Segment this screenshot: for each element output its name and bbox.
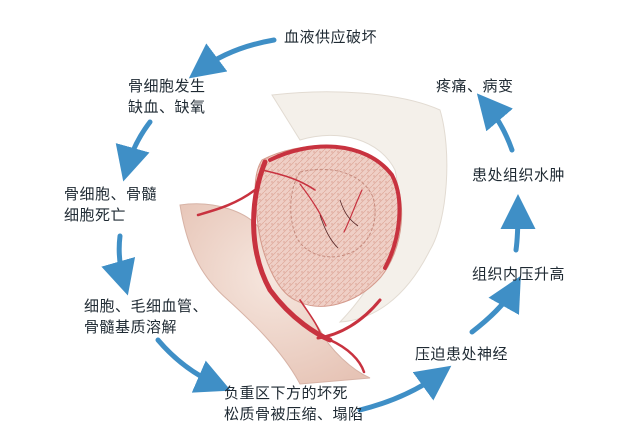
necrosis-zone [290, 168, 376, 258]
curved-arrow-icon [188, 37, 277, 79]
pelvis-shape [271, 91, 448, 323]
step-bone-collapse: 负重区下方的坏死 松质骨被压缩、塌陷 [224, 384, 364, 423]
step-pain-lesion: 疼痛、病变 [436, 77, 514, 95]
step-nerve-compression: 压迫患处神经 [415, 345, 509, 363]
step-tissue-edema: 患处组织水肿 [472, 166, 566, 184]
curved-arrow-icon [115, 119, 153, 182]
curved-arrow-icon [357, 365, 452, 413]
step-matrix-dissolution: 细胞、毛细血管、 骨髓基质溶解 [84, 297, 209, 336]
curved-arrow-icon [500, 194, 536, 253]
step-ischemia-hypoxia: 骨细胞发生 缺血、缺氧 [128, 77, 206, 116]
blood-vessels [196, 144, 402, 374]
step-blood-supply-disrupted: 血液供应破坏 [284, 28, 378, 46]
step-cell-death: 骨细胞、骨髓 细胞死亡 [64, 185, 158, 224]
curved-arrow-icon [476, 93, 515, 153]
step-tissue-pressure: 组织内压升高 [472, 265, 566, 283]
small-vessels [319, 199, 359, 249]
curved-arrow-icon [101, 233, 136, 296]
curved-arrow-icon [155, 337, 231, 393]
cycle-arrows [101, 37, 536, 413]
curved-arrow-icon [469, 275, 521, 335]
